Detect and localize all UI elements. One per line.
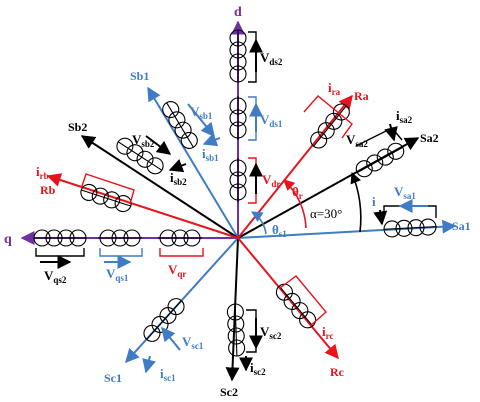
axis-labels: d q Sa1 Sb1 Sc1 Sa2 Sb2 Sc2 Ra Rb Rc [4,5,471,399]
label-rc: Rc [330,365,345,379]
label-ira: ira [328,80,341,97]
isb1-arrow [202,133,221,147]
alpha-arc [350,171,362,233]
theta-r-arc [283,179,307,229]
label-isb1: isb1 [202,146,219,163]
label-vsc2: Vsc2 [260,324,282,341]
rb-axis [46,173,239,239]
bracket-rc [279,275,327,327]
coil-sb2 [116,137,164,175]
coil-ra [310,103,350,149]
bracket-ds2 [248,31,257,83]
label-vsa1: Vsa1 [394,184,416,201]
direction-arrows [40,38,428,374]
coil-qs2 [33,229,87,247]
label-theta-s1: θs1 [272,222,287,239]
bracket-qs2 [35,248,85,257]
label-vsc1: Vsc1 [182,334,204,351]
label-sa1: Sa1 [452,219,471,233]
coil-sc2 [226,303,246,357]
isa2-arrow [384,123,398,142]
coil-sa2 [355,142,405,178]
i-arrow [373,209,388,226]
label-vqr: Vqr [168,262,186,279]
coil-rc [275,283,317,329]
bracket-ra [303,95,353,139]
bracket-qs1 [99,248,143,257]
theta-s1-arc [251,211,267,235]
label-irb: irb [36,164,49,181]
coil-qr [158,229,202,247]
vsb2-arrow [145,135,172,155]
sa2-axis [237,137,420,239]
label-theta-r: θr [292,184,303,201]
label-isb2: isb2 [170,170,187,187]
bracket-rb [81,173,135,205]
sb2-axis [80,135,239,239]
label-sb1: Sb1 [130,69,149,83]
label-sc2: Sc2 [220,385,238,399]
bracket-sa1 [383,205,437,218]
rc-axis [237,237,339,360]
label-d: d [234,5,242,20]
coil-rb [80,183,132,213]
label-vsb2: Vsb2 [132,132,155,149]
variable-labels: Vds2 Vds1 Vdr Vsb1 isb1 Vsb2 isb2 irb ir… [36,50,416,383]
sc1-axis [125,237,239,364]
bracket-ds1 [248,96,257,141]
label-sc1: Sc1 [104,371,122,385]
label-rb: Rb [40,183,56,197]
coil-sa1 [383,218,437,238]
bracket-sc2 [246,309,257,353]
angle-arcs [251,171,362,235]
coil-dr [229,158,247,202]
coil-qs1 [98,229,142,247]
coil-ds2 [229,29,247,83]
vsb1-arrow [187,103,215,138]
label-vds2: Vds2 [260,50,283,67]
label-isc1: isc1 [160,366,176,383]
coil-sb1 [162,101,198,149]
label-vqs2: Vqs2 [44,268,67,285]
label-irc: irc [322,324,333,341]
label-ra: Ra [354,89,369,103]
vsc1-arrow [161,326,181,351]
isc1-arrow [142,355,156,374]
coil-ds1 [229,96,247,140]
label-vsb1: Vsb1 [190,104,213,121]
isb2-arrow [168,159,187,173]
label-sb2: Sb2 [68,120,87,134]
label-isa2: isa2 [396,108,413,125]
label-q: q [4,232,12,247]
label-vdr: Vdr [262,172,280,189]
label-vsa2: Vsa2 [346,132,368,149]
label-vds1: Vds1 [260,112,283,129]
label-sa2: Sa2 [420,131,439,145]
label-vqs1: Vqs1 [106,266,129,283]
bracket-qr [159,248,204,257]
label-isc2: isc2 [250,360,266,377]
label-i: i [372,194,376,209]
label-alpha: α=30° [310,206,342,221]
bracket-dr [248,157,257,204]
